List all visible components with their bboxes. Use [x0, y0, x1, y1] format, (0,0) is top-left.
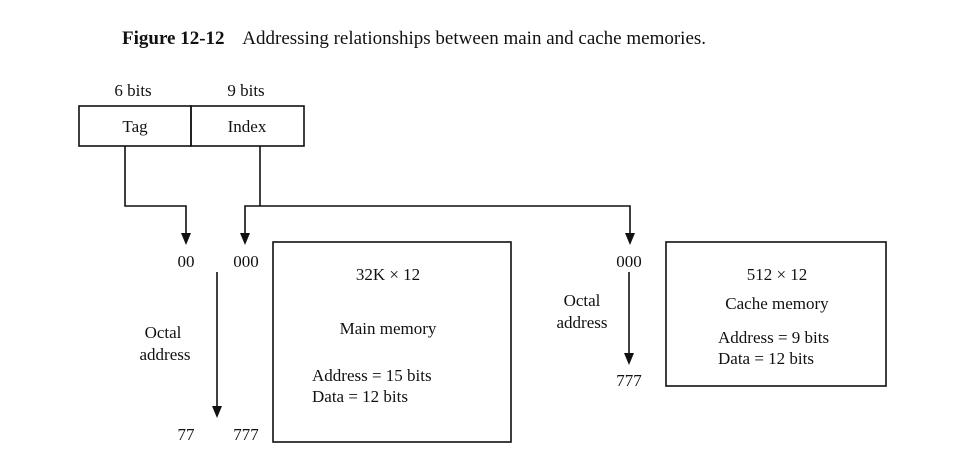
figure-caption: Figure 12-12 Addressing relationships be…: [122, 28, 706, 49]
main-address-arrowhead: [212, 406, 222, 418]
main-memory-box: [272, 241, 512, 443]
figure-label: Figure 12-12: [122, 28, 225, 49]
main-memory-name: Main memory: [340, 319, 437, 338]
cache-memory-box: [665, 241, 887, 387]
index-bits-label: 9 bits: [227, 81, 264, 100]
cache-memory-address-width: Address = 9 bits: [718, 328, 829, 347]
main-index-arrowhead: [240, 233, 250, 245]
index-field-box: [190, 105, 305, 147]
main-start-tag: 00: [178, 252, 195, 271]
tag-connector-line: [124, 146, 187, 236]
cache-memory-data-width: Data = 12 bits: [718, 349, 814, 368]
cache-index-arrowhead: [625, 233, 635, 245]
cache-memory-size: 512 × 12: [747, 265, 808, 284]
main-end-index: 777: [233, 425, 259, 444]
main-memory-data-width: Data = 12 bits: [312, 387, 408, 406]
main-memory-size: 32K × 12: [356, 265, 420, 284]
main-end-tag: 77: [178, 425, 196, 444]
tag-bits-label: 6 bits: [114, 81, 151, 100]
cache-end-index: 777: [616, 371, 642, 390]
cache-address-arrowhead: [624, 353, 634, 365]
figure-title: Addressing relationships between main an…: [242, 28, 706, 49]
tag-field-label: Tag: [122, 117, 148, 136]
main-address-label: address: [140, 345, 191, 364]
main-octal-label: Octal: [145, 323, 182, 342]
index-field-label: Index: [228, 117, 267, 136]
index-branch-line: [244, 205, 631, 236]
cache-address-label: address: [557, 313, 608, 332]
main-start-index: 000: [233, 252, 259, 271]
cache-memory-name: Cache memory: [725, 294, 829, 313]
tag-arrowhead: [181, 233, 191, 245]
cache-octal-label: Octal: [564, 291, 601, 310]
main-memory-address-width: Address = 15 bits: [312, 366, 432, 385]
cache-start-index: 000: [616, 252, 642, 271]
